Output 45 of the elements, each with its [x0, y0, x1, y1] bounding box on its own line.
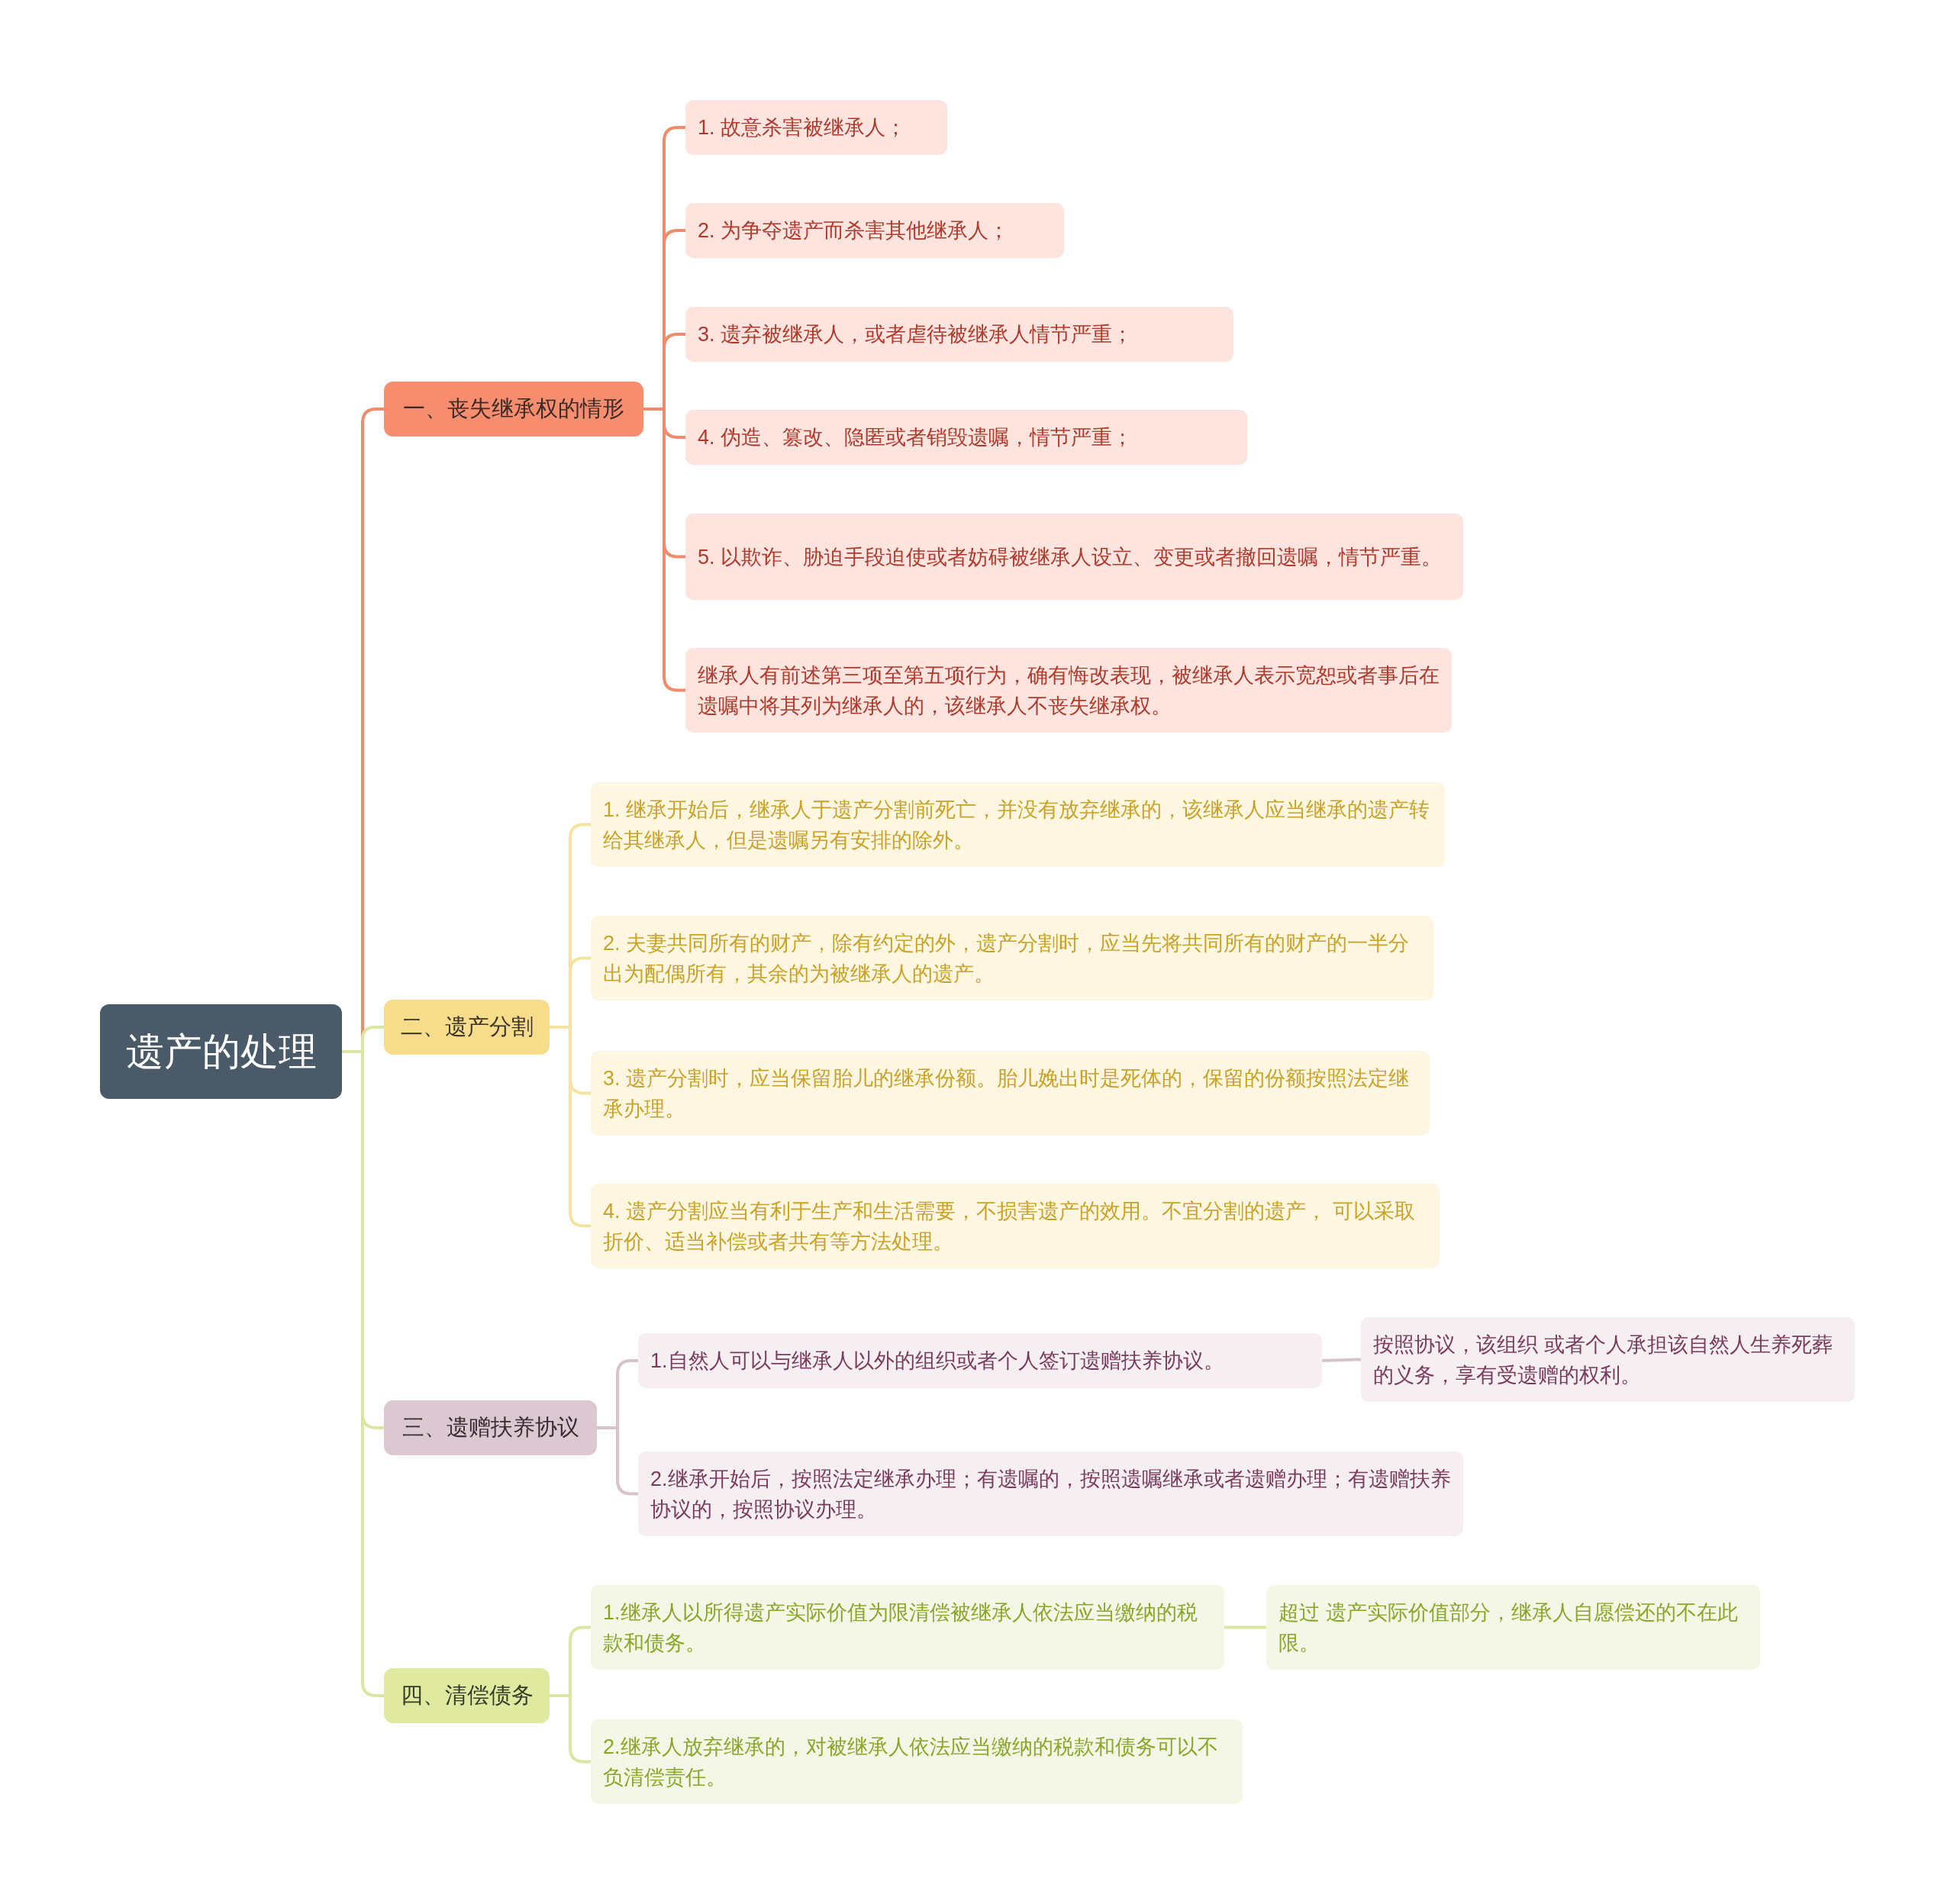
- topic-text: 2.继承人放弃继承的，对被继承人依法应当缴纳的税款和债务可以不负清偿责任。: [603, 1734, 1219, 1790]
- subtopic-box: [685, 307, 1233, 362]
- subtopic-box: [591, 1184, 1440, 1268]
- subtopic-box: [591, 782, 1445, 867]
- topic-text: 4. 遗产分割应当有利于生产和生活需要，不损害遗产的效用。不宜分割的遗产， 可以采取折价、适当补偿或者共有等方法处理。: [603, 1198, 1416, 1255]
- topic-text: 按照协议，该组织 或者个人承担该自然人生养死葬的义务，享有受遗赠的权利。: [1373, 1332, 1833, 1388]
- connector-line: [597, 1426, 638, 1496]
- subtopic-box: [591, 1585, 1224, 1670]
- topic-text: 2. 为争夺遗产而杀害其他继承人；: [698, 218, 1011, 243]
- topic-text: 2.继承开始后，按照法定继承办理；有遗嘱的，按照遗嘱继承或者遗赠办理；有遗赠扶养协议的，按照协议办理。: [650, 1466, 1451, 1522]
- subtopic-box: [591, 1051, 1430, 1136]
- branch-topic-box: [384, 382, 643, 437]
- topic-text: 一、丧失继承权的情形: [403, 395, 624, 423]
- subtopic-box: [638, 1333, 1322, 1388]
- subtopic-box: [685, 514, 1463, 600]
- topic-text: 1. 继承开始后，继承人于遗产分割前死亡，并没有放弃继承的，该继承人应当继承的遗产转给其继承人，但是遗嘱另有安排的除外。: [603, 797, 1431, 853]
- topic-text: 5. 以欺诈、胁迫手段迫使或者妨碍被继承人设立、变更或者撤回遗嘱，情节严重。: [698, 544, 1443, 570]
- subtopic-box: [685, 648, 1452, 733]
- topic-text: 二、遗产分割: [400, 1013, 534, 1041]
- topic-text: 1.继承人以所得遗产实际价值为限清偿被继承人依法应当缴纳的税款和债务。: [603, 1600, 1198, 1656]
- subtopic-box: [591, 916, 1433, 1000]
- connector-line: [1321, 1358, 1362, 1362]
- topic-text: 四、清偿债务: [400, 1682, 534, 1709]
- topic-text: 1. 故意杀害被继承人；: [698, 115, 908, 140]
- topic-text: 遗产的处理: [125, 1029, 317, 1074]
- root-topic-box: [100, 1004, 342, 1099]
- branch-topic-box: [384, 1400, 597, 1455]
- subtopic-box: [638, 1451, 1463, 1536]
- topic-text: 超过 遗产实际价值部分，继承人自愿偿还的不在此限。: [1278, 1600, 1739, 1656]
- subtopic-box: [685, 100, 947, 155]
- subtopic-box: [1266, 1585, 1760, 1670]
- topic-text: 4. 伪造、篡改、隐匿或者销毁遗嘱，情节严重；: [698, 425, 1134, 450]
- branch-topic-box: [384, 1668, 550, 1723]
- subtopic-box: [1361, 1317, 1855, 1402]
- branch-topic-box: [384, 1000, 550, 1055]
- topic-text: 继承人有前述第三项至第五项行为，确有悔改表现，被继承人表示宽恕或者事后在遗嘱中将其列为继承人的，该继承人不丧失继承权。: [698, 662, 1440, 719]
- connector-line: [1224, 1625, 1266, 1629]
- subtopic-box: [685, 410, 1247, 465]
- subtopic-box: [685, 203, 1064, 258]
- topic-text: 2. 夫妻共同所有的财产，除有约定的外，遗产分割时，应当先将共同所有的财产的一半分出为配偶所有，其余的为被继承人的遗产。: [603, 930, 1411, 987]
- subtopic-box: [591, 1719, 1243, 1804]
- topic-text: 3. 遗产分割时，应当保留胎儿的继承份额。胎儿娩出时是死体的，保留的份额按照法定继承办理。: [603, 1065, 1411, 1122]
- topic-text: 三、遗赠扶养协议: [401, 1414, 579, 1442]
- topic-text: 1.自然人可以与继承人以外的组织或者个人签订遗赠扶养协议。: [650, 1348, 1225, 1374]
- topic-text: 3. 遗弃被继承人，或者虐待被继承人情节严重；: [698, 322, 1134, 347]
